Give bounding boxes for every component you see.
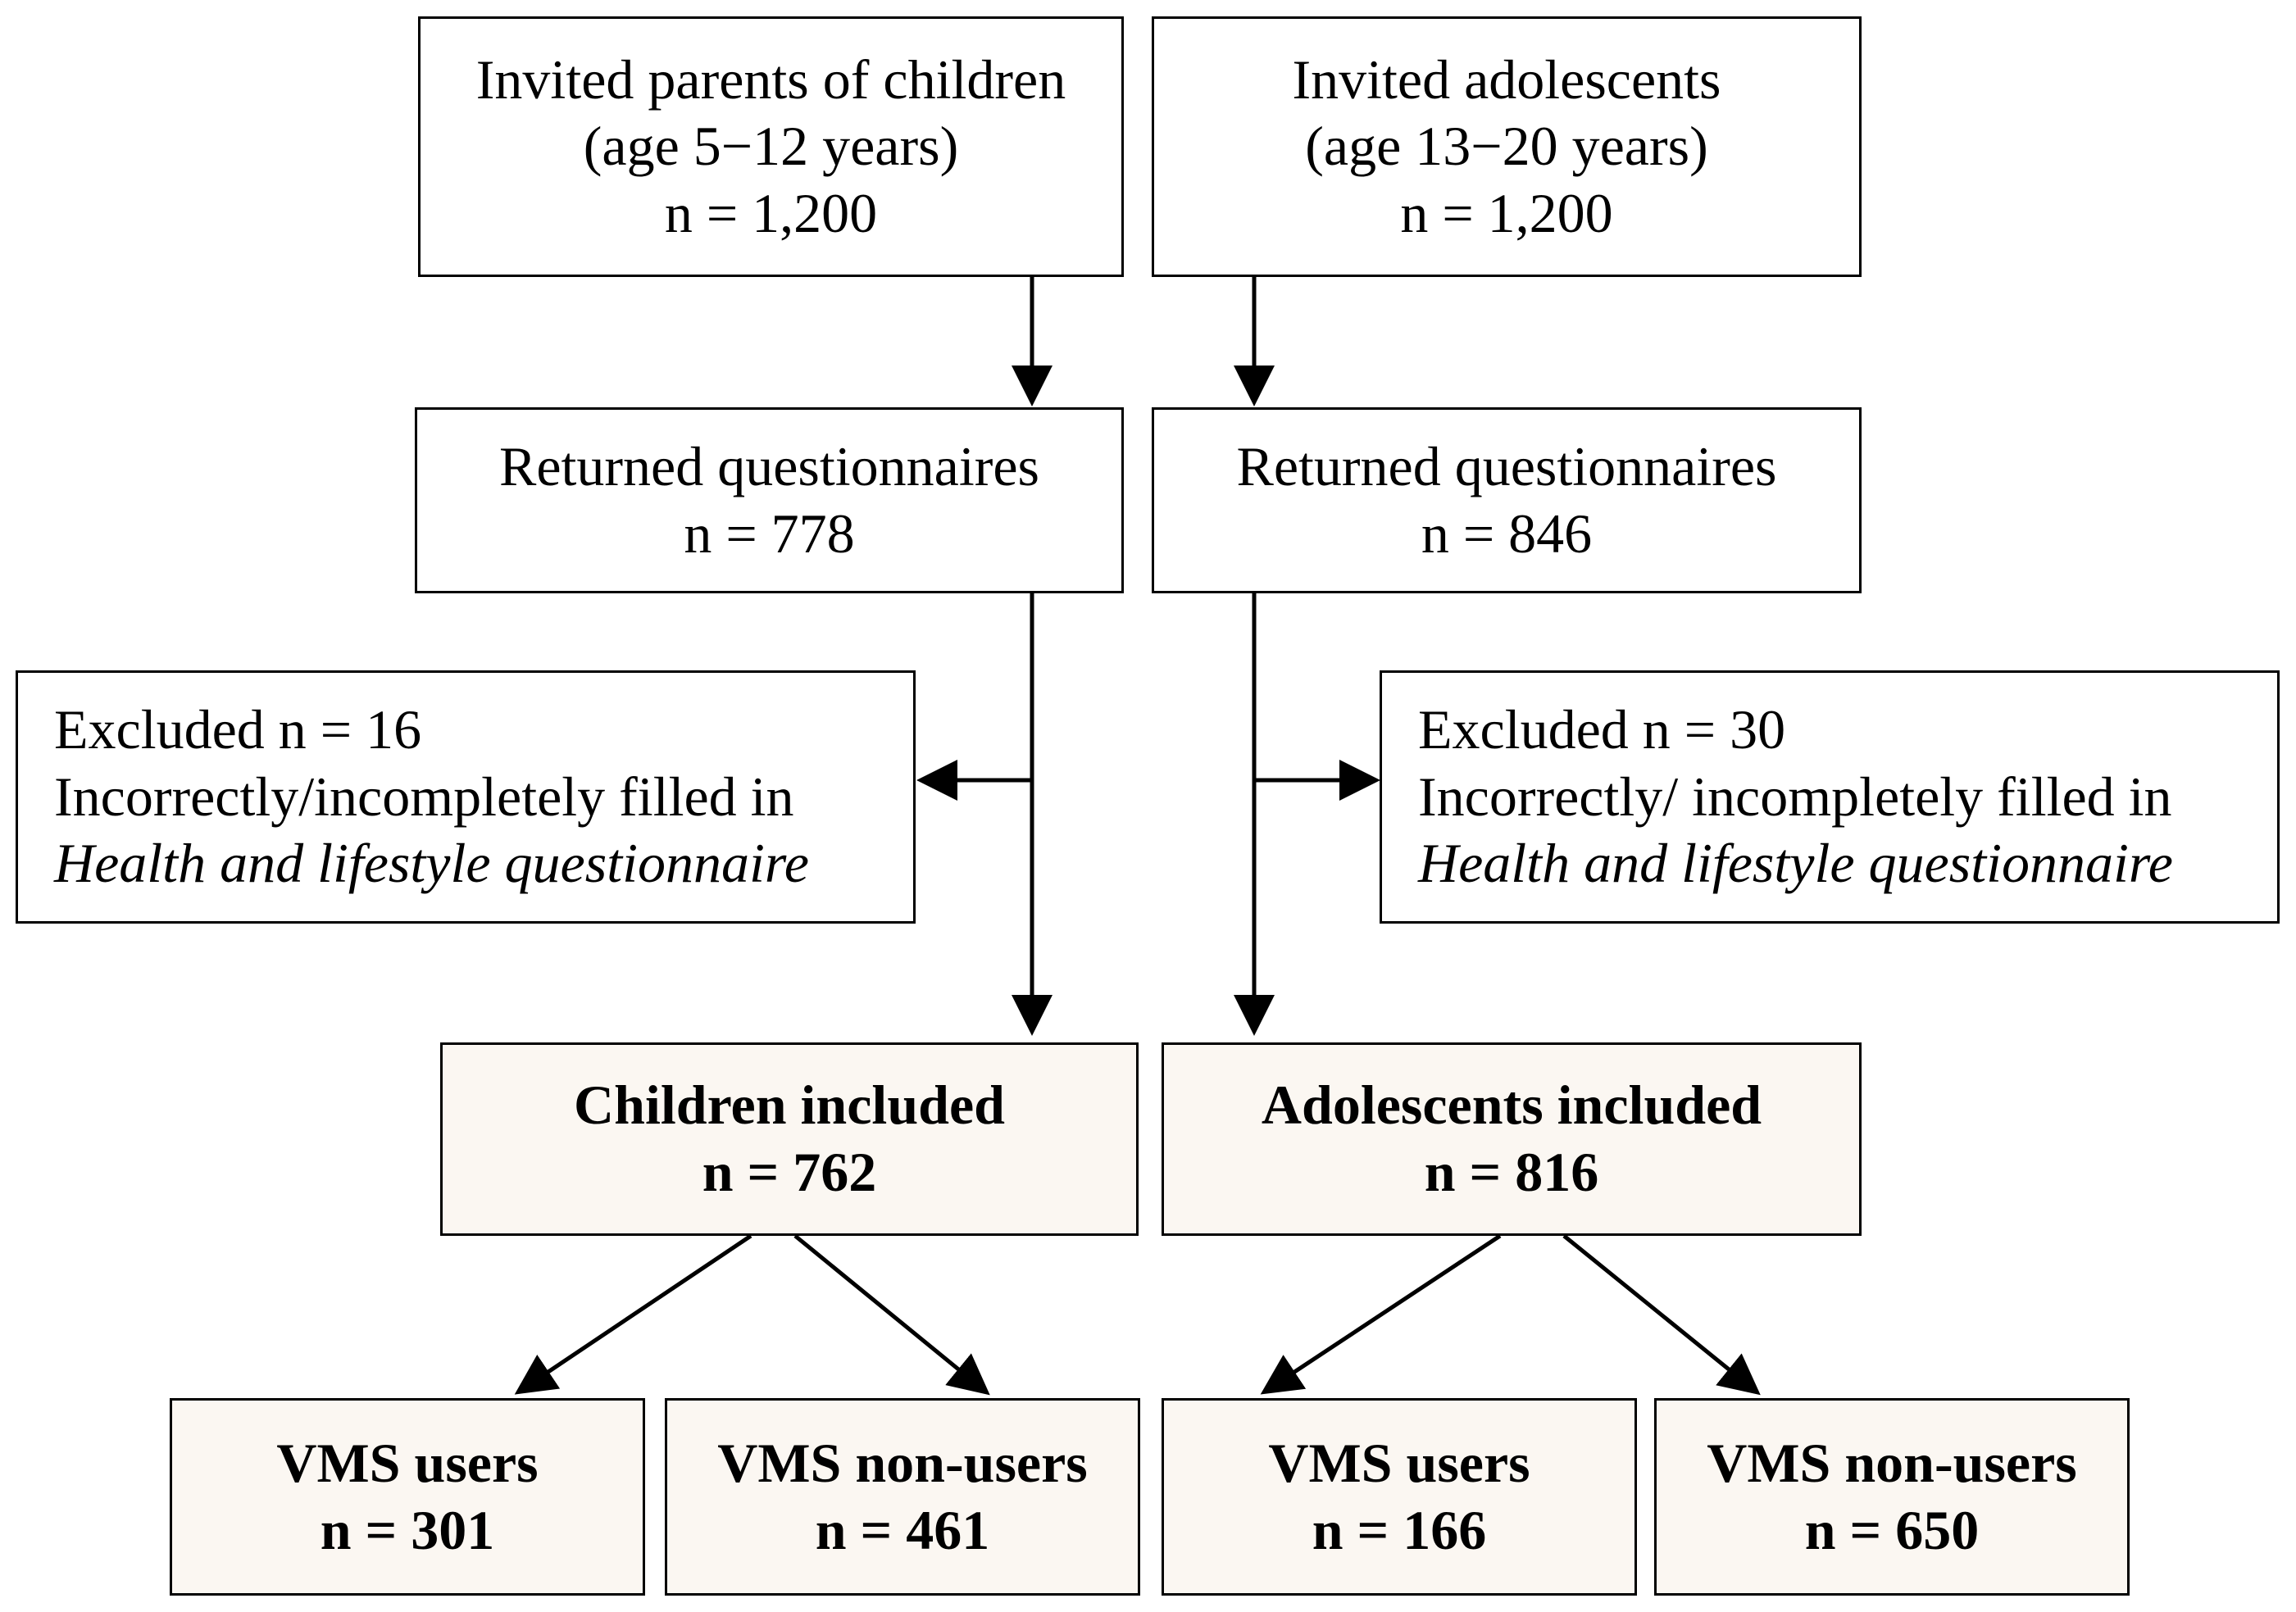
arrow-adolescents-to-users [1260, 1233, 1502, 1395]
children-vms-non-users-title: VMS non-users [717, 1431, 1088, 1494]
children-included-box: Children included n = 762 [440, 1042, 1139, 1236]
adolescents-vms-non-users-count: n = 650 [1804, 1498, 1980, 1561]
adolescents-included-title: Adolescents included [1261, 1074, 1762, 1137]
children-included-count: n = 762 [702, 1141, 877, 1203]
adolescents-vms-non-users-title: VMS non-users [1707, 1431, 2077, 1494]
adolescents-invited-box: Invited adolescents (age 13−20 years) n … [1152, 16, 1862, 277]
children-invited-count: n = 1,200 [664, 181, 878, 244]
children-invited-box: Invited parents of children (age 5−12 ye… [418, 16, 1124, 277]
children-vms-non-users-box: VMS non-users n = 461 [665, 1398, 1140, 1596]
children-returned-box: Returned questionnaires n = 778 [415, 407, 1124, 593]
adolescents-excluded-box: Excluded n = 30 Incorrectly/ incompletel… [1380, 670, 2280, 924]
arrow-children-to-users [514, 1233, 752, 1395]
children-returned-title: Returned questionnaires [498, 434, 1040, 497]
children-vms-users-box: VMS users n = 301 [170, 1398, 645, 1596]
adolescents-invited-title: Invited adolescents [1292, 48, 1721, 111]
children-invited-title: Invited parents of children [475, 48, 1066, 111]
children-excluded-reason: Incorrectly/incompletely filled in [54, 765, 794, 828]
adolescents-returned-title: Returned questionnaires [1236, 434, 1777, 497]
adolescents-vms-users-count: n = 166 [1312, 1498, 1487, 1561]
children-vms-users-title: VMS users [276, 1431, 539, 1494]
adolescents-excluded-questionnaire: Health and lifestyle questionnaire [1418, 832, 2173, 895]
adolescents-vms-non-users-box: VMS non-users n = 650 [1654, 1398, 2130, 1596]
adolescents-included-count: n = 816 [1424, 1141, 1599, 1203]
children-vms-users-count: n = 301 [320, 1498, 495, 1561]
children-vms-non-users-count: n = 461 [815, 1498, 990, 1561]
children-invited-age: (age 5−12 years) [583, 115, 959, 178]
adolescents-invited-age: (age 13−20 years) [1305, 115, 1708, 178]
children-included-title: Children included [574, 1074, 1005, 1137]
adolescents-returned-count: n = 846 [1421, 502, 1593, 565]
children-returned-count: n = 778 [684, 502, 855, 565]
adolescents-excluded-count: Excluded n = 30 [1418, 698, 1786, 761]
adolescents-returned-box: Returned questionnaires n = 846 [1152, 407, 1862, 593]
arrow-children-to-non-users [793, 1234, 990, 1396]
adolescents-excluded-reason: Incorrectly/ incompletely filled in [1418, 765, 2172, 828]
arrow-adolescents-to-non-users [1562, 1234, 1761, 1396]
children-excluded-questionnaire: Health and lifestyle questionnaire [54, 832, 809, 895]
children-excluded-box: Excluded n = 16 Incorrectly/incompletely… [16, 670, 916, 924]
adolescents-vms-users-box: VMS users n = 166 [1162, 1398, 1637, 1596]
adolescents-vms-users-title: VMS users [1268, 1431, 1530, 1494]
adolescents-included-box: Adolescents included n = 816 [1162, 1042, 1862, 1236]
children-excluded-count: Excluded n = 16 [54, 698, 422, 761]
adolescents-invited-count: n = 1,200 [1400, 181, 1613, 244]
